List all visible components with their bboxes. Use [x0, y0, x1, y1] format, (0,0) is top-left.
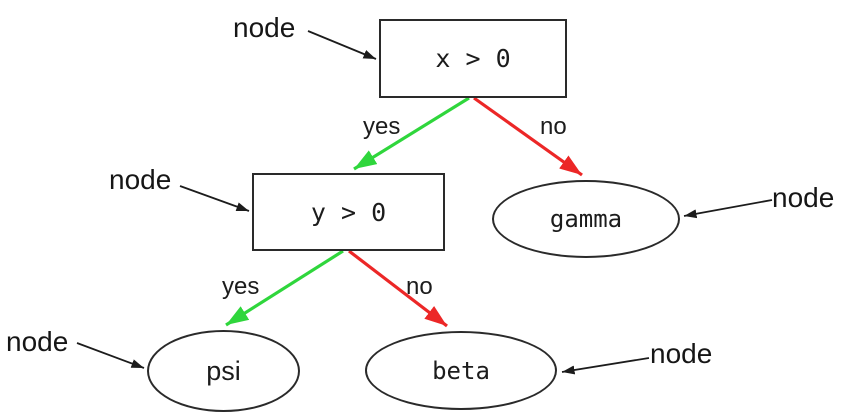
edge-branch-no [348, 249, 448, 328]
edge-label-no-root: no [540, 113, 567, 140]
node-gamma: gamma [492, 180, 680, 258]
edge-label-yes-root: yes [363, 113, 401, 140]
annotation-arrow-branch [179, 185, 250, 212]
annotation-label-gamma: node [772, 182, 835, 213]
node-root-label: x > 0 [435, 44, 511, 73]
annotation-label-beta: node [650, 338, 713, 369]
annotation-label-psi: node [6, 326, 69, 357]
annotation-arrow-gamma [683, 199, 773, 219]
node-psi: psi [147, 330, 300, 412]
edge-label-no-branch: no [406, 273, 433, 300]
annotation-label-branch: node [109, 164, 172, 195]
edge-branch-yes [225, 249, 344, 327]
annotation-arrow-root [307, 30, 377, 60]
node-beta: beta [365, 331, 557, 410]
node-gamma-label: gamma [549, 205, 623, 233]
node-beta-label: beta [432, 356, 490, 385]
edge-label-yes-branch: yes [222, 273, 260, 300]
edge-root-no [473, 96, 583, 177]
edge-root-yes [353, 96, 470, 171]
node-root-condition: x > 0 [379, 19, 567, 98]
annotation-arrow-beta [561, 357, 650, 375]
node-psi-label: psi [206, 355, 241, 386]
node-branch-label: y > 0 [310, 197, 387, 227]
annotation-arrow-psi [76, 342, 145, 369]
node-branch-condition: y > 0 [252, 173, 445, 251]
annotation-label-root: node [233, 12, 296, 43]
